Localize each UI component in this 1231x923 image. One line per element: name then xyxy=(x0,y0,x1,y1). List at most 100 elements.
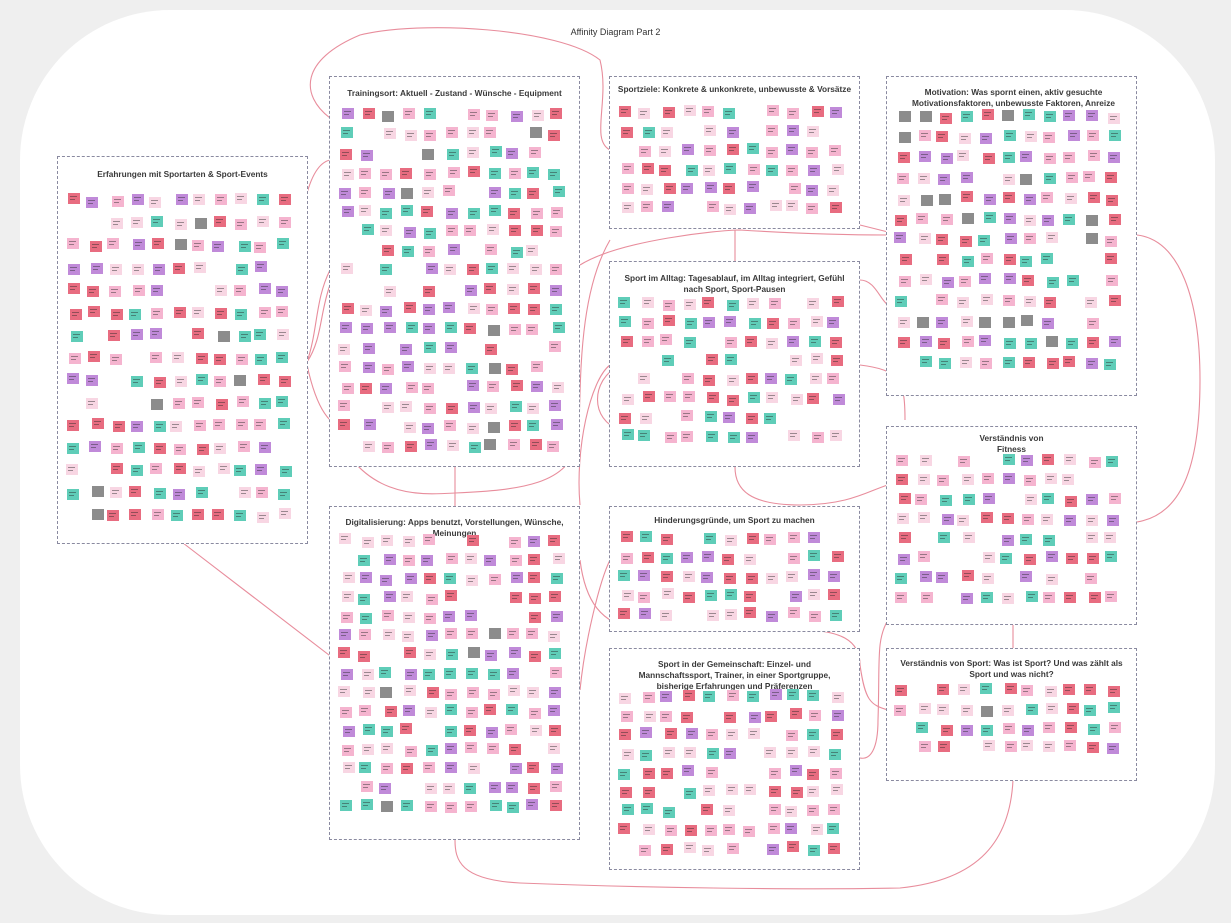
sticky-note[interactable] xyxy=(254,419,266,430)
sticky-note[interactable] xyxy=(748,728,760,739)
sticky-note[interactable] xyxy=(154,377,166,388)
sticky-note[interactable] xyxy=(1088,150,1100,161)
sticky-note[interactable] xyxy=(727,395,739,406)
sticky-note[interactable] xyxy=(807,805,819,816)
sticky-note[interactable] xyxy=(899,132,911,143)
sticky-note[interactable] xyxy=(528,783,540,794)
sticky-note[interactable] xyxy=(664,183,676,194)
sticky-note[interactable] xyxy=(1108,152,1120,163)
sticky-note[interactable] xyxy=(507,802,519,813)
sticky-note[interactable] xyxy=(920,336,932,347)
sticky-note[interactable] xyxy=(426,594,438,605)
sticky-note[interactable] xyxy=(981,725,993,736)
sticky-note[interactable] xyxy=(722,554,734,565)
sticky-note[interactable] xyxy=(279,376,291,387)
sticky-note[interactable] xyxy=(486,110,498,121)
sticky-note[interactable] xyxy=(1021,740,1033,751)
sticky-note[interactable] xyxy=(254,329,266,340)
sticky-note[interactable] xyxy=(895,215,907,226)
sticky-note[interactable] xyxy=(662,355,674,366)
sticky-note[interactable] xyxy=(527,762,539,773)
sticky-note[interactable] xyxy=(67,420,79,431)
sticky-note[interactable] xyxy=(981,294,993,305)
sticky-note[interactable] xyxy=(423,323,435,334)
sticky-note[interactable] xyxy=(643,127,655,138)
sticky-note[interactable] xyxy=(1020,534,1032,545)
sticky-note[interactable] xyxy=(919,130,931,141)
sticky-note[interactable] xyxy=(984,212,996,223)
sticky-note[interactable] xyxy=(1046,551,1058,562)
sticky-note[interactable] xyxy=(959,276,971,287)
sticky-note[interactable] xyxy=(403,536,415,547)
sticky-note[interactable] xyxy=(107,238,119,249)
sticky-note[interactable] xyxy=(706,431,718,442)
sticky-note[interactable] xyxy=(338,419,350,430)
sticky-note[interactable] xyxy=(828,589,840,600)
sticky-note[interactable] xyxy=(785,374,797,385)
sticky-note[interactable] xyxy=(466,628,478,639)
sticky-note[interactable] xyxy=(724,748,736,759)
sticky-note[interactable] xyxy=(484,127,496,138)
sticky-note[interactable] xyxy=(551,573,563,584)
sticky-note[interactable] xyxy=(936,294,948,305)
sticky-note[interactable] xyxy=(1104,359,1116,370)
sticky-note[interactable] xyxy=(403,705,415,716)
sticky-note[interactable] xyxy=(276,396,288,407)
sticky-note[interactable] xyxy=(894,705,906,716)
sticky-note[interactable] xyxy=(218,331,230,342)
sticky-note[interactable] xyxy=(769,768,781,779)
sticky-note[interactable] xyxy=(807,786,819,797)
sticky-note[interactable] xyxy=(444,420,456,431)
sticky-note[interactable] xyxy=(528,283,540,294)
sticky-note[interactable] xyxy=(1026,704,1038,715)
sticky-note[interactable] xyxy=(811,824,823,835)
sticky-note[interactable] xyxy=(110,264,122,275)
sticky-note[interactable] xyxy=(706,354,718,365)
sticky-note[interactable] xyxy=(1021,455,1033,466)
sticky-note[interactable] xyxy=(255,354,267,365)
sticky-note[interactable] xyxy=(743,826,755,837)
sticky-note[interactable] xyxy=(744,607,756,618)
sticky-note[interactable] xyxy=(510,592,522,603)
sticky-note[interactable] xyxy=(362,224,374,235)
sticky-note[interactable] xyxy=(360,572,372,583)
sticky-note[interactable] xyxy=(551,763,563,774)
sticky-note[interactable] xyxy=(806,147,818,158)
sticky-note[interactable] xyxy=(749,712,761,723)
sticky-note[interactable] xyxy=(899,111,911,122)
sticky-note[interactable] xyxy=(726,784,738,795)
sticky-note[interactable] xyxy=(508,685,520,696)
sticky-note[interactable] xyxy=(511,111,523,122)
sticky-note[interactable] xyxy=(747,691,759,702)
sticky-note[interactable] xyxy=(643,787,655,798)
sticky-note[interactable] xyxy=(640,727,652,738)
sticky-note[interactable] xyxy=(382,442,394,453)
sticky-note[interactable] xyxy=(962,474,974,485)
sticky-note[interactable] xyxy=(1020,571,1032,582)
sticky-note[interactable] xyxy=(343,572,355,583)
sticky-note[interactable] xyxy=(424,228,436,239)
sticky-note[interactable] xyxy=(766,573,778,584)
sticky-note[interactable] xyxy=(919,741,931,752)
sticky-note[interactable] xyxy=(960,357,972,368)
sticky-note[interactable] xyxy=(131,329,143,340)
sticky-note[interactable] xyxy=(639,608,651,619)
sticky-note[interactable] xyxy=(1020,174,1032,185)
sticky-note[interactable] xyxy=(361,799,373,810)
sticky-note[interactable] xyxy=(527,403,539,414)
sticky-note[interactable] xyxy=(1105,551,1117,562)
sticky-note[interactable] xyxy=(405,441,417,452)
sticky-note[interactable] xyxy=(92,509,104,520)
sticky-note[interactable] xyxy=(548,535,560,546)
sticky-note[interactable] xyxy=(681,712,693,723)
sticky-note[interactable] xyxy=(921,195,933,206)
sticky-note[interactable] xyxy=(276,306,288,317)
sticky-note[interactable] xyxy=(1046,232,1058,243)
sticky-note[interactable] xyxy=(486,727,498,738)
sticky-note[interactable] xyxy=(487,381,499,392)
sticky-note[interactable] xyxy=(1105,591,1117,602)
sticky-note[interactable] xyxy=(785,806,797,817)
sticky-note[interactable] xyxy=(1021,685,1033,696)
sticky-note[interactable] xyxy=(468,647,480,658)
sticky-note[interactable] xyxy=(786,200,798,211)
